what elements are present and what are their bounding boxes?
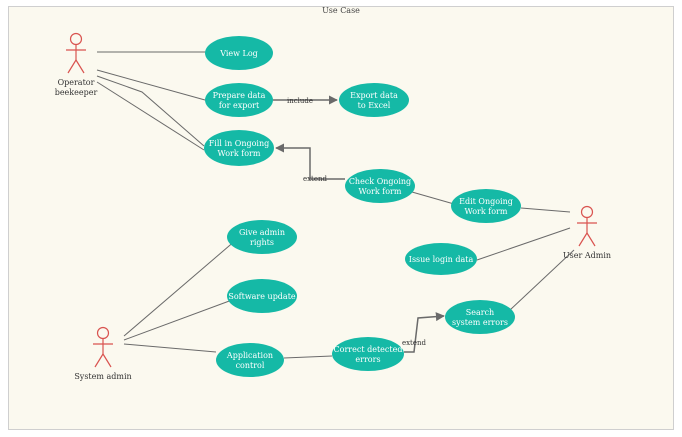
assoc-operator-prepare	[96, 69, 206, 101]
use-case-ellipse	[227, 220, 297, 254]
use-case-label: Work form	[218, 149, 261, 158]
use-case-label: rights	[250, 238, 274, 247]
assoc-check-edit	[411, 191, 455, 205]
use-case-issue[interactable]: Issue login data	[405, 243, 477, 275]
actor-useradmin[interactable]: User Admin	[563, 205, 611, 261]
use-case-ellipse	[204, 130, 274, 166]
assoc-useradmin-search	[509, 249, 575, 311]
actor-label: beekeeper	[55, 88, 98, 97]
use-case-label: Search	[466, 308, 494, 317]
use-case-label: errors	[355, 355, 380, 364]
assoc-sysadmin-appctl	[123, 343, 217, 353]
use-case-label: View Log	[219, 49, 258, 58]
use-case-label: system errors	[452, 318, 508, 327]
relation-extend-arrow	[404, 312, 445, 353]
use-case-label: for export	[219, 101, 260, 110]
use-case-label: Work form	[359, 187, 402, 196]
relation-include-label: include	[287, 97, 313, 105]
diagram-title: Use Case	[322, 6, 360, 15]
actor-figure-icon	[93, 326, 113, 368]
use-case-label: Application	[226, 351, 273, 360]
use-case-ellipse	[339, 83, 409, 117]
use-case-ellipse	[205, 83, 273, 117]
use-case-label: Give admin	[239, 228, 285, 237]
use-case-label: to Excel	[358, 101, 391, 110]
actor-label: User Admin	[563, 251, 611, 260]
assoc-operator-fill-a	[96, 75, 205, 147]
relation-extend-label: extend	[303, 175, 328, 183]
use-case-label: Edit Ongoing	[459, 197, 513, 206]
assoc-sysadmin-rights	[123, 239, 237, 337]
actor-sysadmin[interactable]: System admin	[74, 326, 132, 382]
use-case-label: Work form	[465, 207, 508, 216]
assoc-appctl-correct	[283, 355, 333, 359]
assoc-useradmin-issue	[476, 227, 571, 261]
actor-label: System admin	[74, 372, 131, 381]
relation-extend-arrow	[275, 143, 345, 180]
use-case-ellipse	[451, 189, 521, 223]
use-case-ellipse	[227, 279, 297, 313]
use-case-label: Fill in Ongoing	[209, 139, 270, 148]
actor-label: Operator	[58, 78, 95, 87]
relation-extend-label: extend	[402, 339, 427, 347]
use-case-label: Issue login data	[409, 255, 474, 264]
use-case-ellipse	[345, 169, 415, 203]
assoc-sysadmin-update	[123, 299, 233, 341]
use-case-label: control	[236, 361, 265, 370]
use-case-ellipse	[405, 243, 477, 275]
use-case-ellipse	[332, 337, 404, 371]
use-case-label: Software update	[228, 292, 296, 301]
use-case-ellipse	[445, 300, 515, 334]
use-case-ellipse	[216, 343, 284, 377]
actor-figure-icon	[577, 205, 597, 247]
use-case-label: Correct detected	[334, 345, 403, 354]
actor-figure-icon	[66, 32, 86, 74]
use-case-update[interactable]: Software update	[227, 279, 297, 313]
use-case-label: Check Ongoing	[349, 177, 411, 186]
use-case-label: Export data	[350, 91, 398, 100]
use-case-label: Prepare data	[213, 91, 266, 100]
use-case-viewlog[interactable]: View Log	[205, 36, 273, 70]
assoc-operator-fill-b	[96, 81, 205, 151]
assoc-useradmin-edit	[520, 207, 571, 213]
use-case-ellipse	[205, 36, 273, 70]
